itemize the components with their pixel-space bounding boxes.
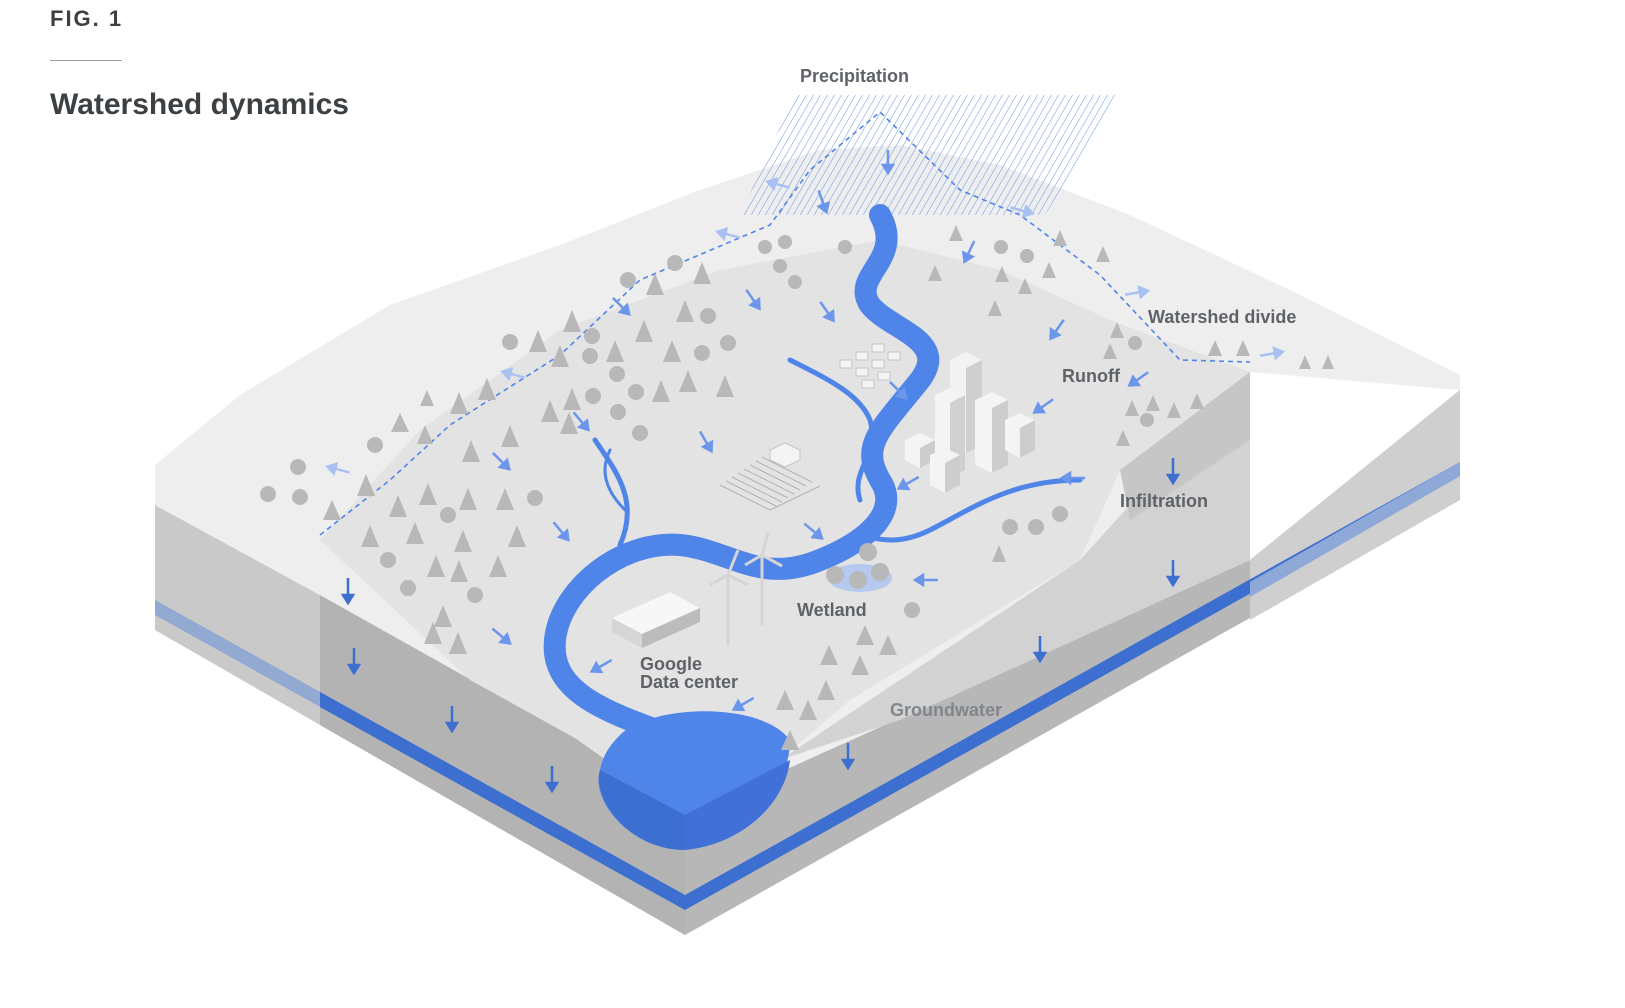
label-data-center-line1: Google	[640, 654, 702, 674]
page-title: Watershed dynamics	[50, 88, 349, 121]
outward-arrows	[325, 177, 1286, 477]
label-groundwater: Groundwater	[890, 700, 1002, 720]
wind-turbines	[709, 531, 783, 645]
precipitation-rain	[740, 95, 1120, 215]
google-data-center	[612, 592, 700, 648]
label-data-center-line2: Data center	[640, 672, 738, 692]
label-watershed-divide: Watershed divide	[1148, 307, 1296, 327]
label-infiltration: Infiltration	[1120, 491, 1208, 511]
label-precipitation: Precipitation	[800, 66, 909, 86]
wetland	[826, 543, 892, 592]
river-system	[543, 204, 1083, 746]
right-trees	[776, 225, 1334, 750]
title-divider	[50, 60, 122, 61]
houses	[769, 343, 901, 468]
infiltration-arrows	[340, 458, 1181, 794]
runoff-arrows	[491, 150, 1149, 712]
terrain-block-sides	[155, 390, 1460, 935]
label-runoff: Runoff	[1062, 366, 1121, 386]
forest-trees	[260, 235, 852, 654]
figure-number: FIG. 1	[50, 6, 124, 31]
reservoir	[598, 711, 790, 850]
city-buildings	[905, 352, 1035, 493]
farm-field	[719, 456, 821, 511]
label-wetland: Wetland	[797, 600, 867, 620]
